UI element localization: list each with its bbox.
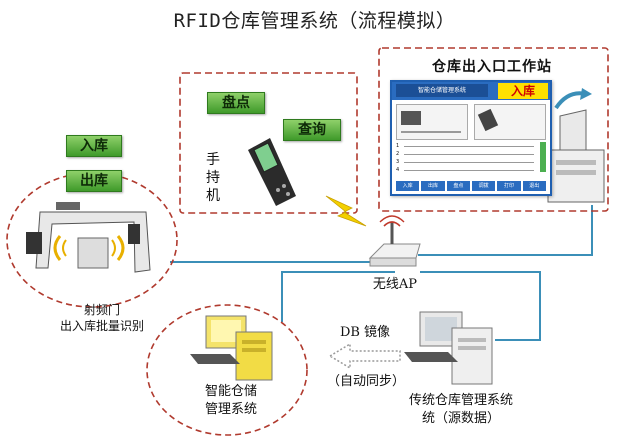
handheld-caption: 手 持 机 — [204, 151, 222, 205]
workstation-title: 仓库出入口工作站 — [432, 59, 552, 75]
legacy-system-pc-illustration — [404, 311, 493, 385]
handheld-zone — [179, 72, 358, 214]
screen-button-inventory: 盘点 — [446, 181, 470, 191]
screen-tab-stock-in: 入库 — [498, 83, 548, 99]
stock-in-label: 入库 — [66, 135, 122, 157]
screen-row-3: 3 — [396, 159, 400, 165]
screen-row-4: 4 — [396, 167, 400, 173]
screen-button-row: 入库 出库 盘点 调拨 打印 退出 — [396, 181, 546, 191]
screen-header: 智能仓储管理系统 入库 — [392, 82, 550, 100]
link-ap-to-workstation — [418, 205, 593, 256]
workstation-pc-illustration — [547, 88, 605, 203]
screen-app-name: 智能仓储管理系统 — [396, 84, 488, 97]
link-ap-to-legacy-server — [420, 271, 541, 341]
db-mirror-arrow — [328, 342, 401, 370]
db-mirror-label: DB 镜像 — [339, 325, 391, 340]
screen-row-2: 2 — [396, 151, 400, 157]
smart-system-pc-illustration — [190, 315, 273, 381]
screen-panel-right — [474, 104, 546, 140]
handheld-char-1: 手 — [206, 152, 220, 168]
screen-button-stock-in: 入库 — [396, 181, 420, 191]
handheld-icon — [477, 108, 499, 132]
legacy-system-caption-1: 传统仓库管理系统 — [408, 393, 513, 408]
scanner-icon — [401, 111, 421, 125]
rfid-gate-zone — [6, 172, 178, 308]
handheld-char-3: 机 — [206, 188, 220, 204]
smart-system-zone — [146, 304, 308, 436]
screen-row-1: 1 — [396, 143, 400, 149]
workstation-zone — [378, 47, 609, 212]
screen-button-transfer: 调拨 — [471, 181, 496, 191]
handheld-char-2: 持 — [206, 170, 220, 186]
screen-button-exit: 退出 — [522, 181, 546, 191]
workstation-screen: 智能仓储管理系统 入库 1 2 3 4 入库 出库 盘点 调拨 打印 退出 — [390, 80, 552, 196]
inventory-label: 盘点 — [207, 92, 265, 114]
rfid-gate-illustration — [26, 202, 151, 273]
screen-panel-left — [396, 104, 468, 140]
screen-button-stock-out: 出库 — [421, 181, 445, 191]
wireless-ap-illustration — [368, 215, 421, 267]
handheld-illustration — [248, 138, 296, 206]
legacy-system-caption-2: 统（源数据） — [421, 411, 500, 426]
wireless-ap-label: 无线AP — [372, 277, 418, 292]
auto-sync-label: （自动同步） — [326, 374, 405, 389]
link-ap-to-legacy — [281, 271, 395, 322]
rfid-gate-caption-1: 射频门 — [83, 303, 120, 317]
network-links — [170, 205, 593, 341]
smart-system-caption-1: 智能仓储 — [204, 384, 257, 399]
wireless-signal-bolt — [325, 195, 367, 227]
query-label: 查询 — [283, 119, 341, 141]
smart-system-caption-2: 管理系统 — [204, 402, 257, 417]
screen-scrollbar — [540, 142, 546, 172]
stock-out-label: 出库 — [66, 170, 122, 192]
diagram-title: RFID仓库管理系统（流程模拟） — [173, 10, 456, 32]
rfid-gate-caption-2: 出入库批量识别 — [59, 319, 144, 333]
screen-button-print: 打印 — [497, 181, 521, 191]
